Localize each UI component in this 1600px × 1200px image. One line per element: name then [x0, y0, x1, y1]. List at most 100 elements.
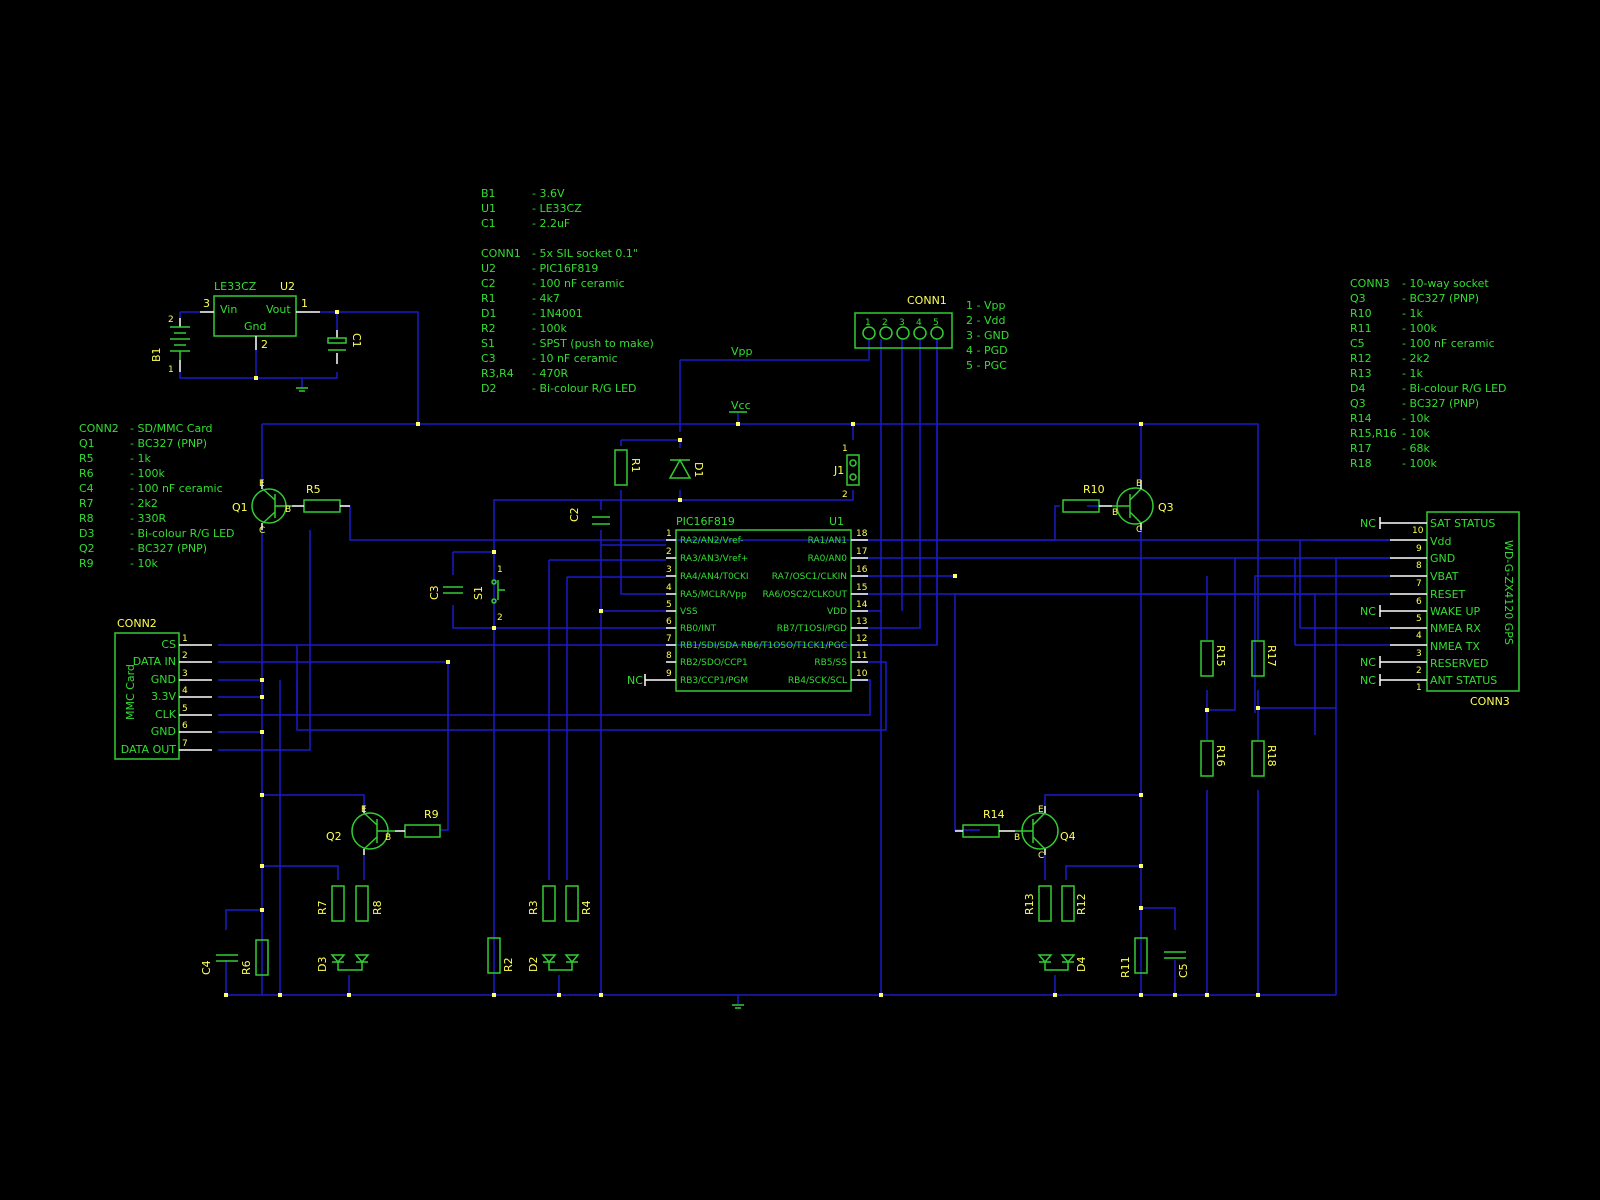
svg-text:R8: R8: [371, 900, 384, 915]
resistor-r11: R11: [1119, 937, 1148, 978]
svg-text:4: 4: [666, 583, 672, 593]
svg-text:MMC Card: MMC Card: [124, 664, 137, 720]
svg-text:RB7/T1OSI/PGD: RB7/T1OSI/PGD: [777, 624, 847, 634]
svg-text:RB4/SCK/SCL: RB4/SCK/SCL: [788, 676, 847, 686]
resistor-r10: R10: [1062, 483, 1112, 513]
svg-text:CONN3: CONN3: [1350, 277, 1390, 290]
svg-text:C4: C4: [79, 482, 94, 495]
svg-text:Q2: Q2: [326, 830, 342, 843]
svg-text:VDD: VDD: [827, 607, 847, 617]
svg-text:2: 2: [261, 338, 268, 351]
svg-text:11: 11: [856, 651, 867, 661]
svg-text:CONN1: CONN1: [907, 294, 947, 307]
svg-text:NMEA RX: NMEA RX: [1430, 622, 1481, 635]
svg-text:S1: S1: [472, 586, 485, 600]
svg-text:R6: R6: [79, 467, 94, 480]
resistor-r15: R15: [1200, 640, 1227, 677]
svg-text:R15,R16: R15,R16: [1350, 427, 1397, 440]
svg-text:RA3/AN3/Vref+: RA3/AN3/Vref+: [680, 554, 748, 564]
svg-text:- 5x SIL socket 0.1": - 5x SIL socket 0.1": [532, 247, 638, 260]
svg-text:2 - Vdd: 2 - Vdd: [966, 314, 1005, 327]
svg-text:GND: GND: [151, 725, 176, 738]
svg-text:2: 2: [1416, 666, 1422, 676]
resistor-r14: R14: [955, 808, 1015, 838]
svg-text:R1: R1: [629, 458, 642, 473]
svg-text:E: E: [361, 805, 367, 815]
svg-text:- 4k7: - 4k7: [532, 292, 560, 305]
svg-text:6: 6: [666, 617, 672, 627]
jumper-j1: J1 1 2: [833, 444, 860, 500]
svg-text:Vcc: Vcc: [731, 399, 751, 412]
svg-text:1: 1: [1416, 683, 1422, 693]
svg-text:C4: C4: [200, 960, 213, 975]
resistor-r17: R17: [1251, 640, 1278, 677]
svg-text:R11: R11: [1350, 322, 1372, 335]
svg-text:18: 18: [856, 529, 868, 539]
svg-text:6: 6: [182, 721, 188, 731]
svg-text:U2: U2: [280, 280, 295, 293]
svg-text:9: 9: [1416, 544, 1422, 554]
svg-text:SAT STATUS: SAT STATUS: [1430, 517, 1495, 530]
svg-text:8: 8: [1416, 561, 1422, 571]
resistor-r2: R2: [487, 937, 515, 974]
svg-text:- SD/MMC Card: - SD/MMC Card: [130, 422, 213, 435]
svg-text:8: 8: [666, 651, 672, 661]
svg-text:RB3/CCP1/PGM: RB3/CCP1/PGM: [680, 676, 748, 686]
svg-text:RB0/INT: RB0/INT: [680, 624, 717, 634]
svg-text:RA4/AN4/T0CKI: RA4/AN4/T0CKI: [680, 572, 749, 582]
svg-text:Vdd: Vdd: [1430, 535, 1452, 548]
diode-d1: D1: [668, 458, 705, 479]
svg-text:C: C: [1136, 525, 1142, 535]
svg-text:U1: U1: [481, 202, 496, 215]
net-labels: Vpp Vcc: [729, 345, 753, 413]
svg-text:3: 3: [1416, 649, 1422, 659]
svg-text:Q1: Q1: [232, 501, 248, 514]
svg-text:7: 7: [182, 739, 188, 749]
svg-text:R9: R9: [79, 557, 94, 570]
svg-text:Vout: Vout: [266, 303, 291, 316]
svg-text:- LE33CZ: - LE33CZ: [532, 202, 582, 215]
svg-text:- 1k: - 1k: [130, 452, 151, 465]
svg-text:Q1: Q1: [79, 437, 95, 450]
transistor-q2: Q2 E B: [326, 805, 395, 855]
svg-text:- PIC16F819: - PIC16F819: [532, 262, 598, 275]
svg-text:RB5/SS: RB5/SS: [814, 658, 847, 668]
junctions: [224, 310, 1260, 997]
svg-text:U2: U2: [481, 262, 496, 275]
resistor-r6: R6: [240, 939, 269, 976]
svg-text:CONN1: CONN1: [481, 247, 521, 260]
svg-text:Q3: Q3: [1350, 397, 1366, 410]
bom-right: CONN3- 10-way socket Q3- BC327 (PNP) R10…: [1350, 277, 1507, 470]
svg-text:E: E: [259, 479, 265, 489]
svg-text:- 2k2: - 2k2: [1402, 352, 1430, 365]
svg-text:R5: R5: [306, 483, 321, 496]
resistor-r9: R9: [395, 808, 441, 838]
svg-text:D2: D2: [481, 382, 496, 395]
svg-text:- 100 nF ceramic: - 100 nF ceramic: [1402, 337, 1495, 350]
svg-text:10: 10: [1412, 526, 1424, 536]
svg-text:R10: R10: [1350, 307, 1372, 320]
svg-text:- 100k: - 100k: [1402, 322, 1437, 335]
svg-text:1: 1: [865, 318, 871, 328]
resistor-r7: R7: [316, 885, 345, 922]
svg-text:RB2/SDO/CCP1: RB2/SDO/CCP1: [680, 658, 748, 668]
capacitor-c2: C2: [568, 507, 610, 525]
svg-text:RB6/T1OSO/T1CK1/PGC: RB6/T1OSO/T1CK1/PGC: [741, 641, 847, 651]
led-d3: D3: [316, 954, 370, 972]
svg-text:2: 2: [497, 613, 503, 623]
ground-symbol-top: [296, 387, 308, 392]
svg-text:D3: D3: [79, 527, 94, 540]
svg-text:6: 6: [1416, 597, 1422, 607]
svg-text:DATA OUT: DATA OUT: [121, 743, 177, 756]
svg-text:5: 5: [1416, 614, 1422, 624]
svg-text:3.3V: 3.3V: [151, 690, 176, 703]
svg-text:C1: C1: [481, 217, 496, 230]
svg-text:D3: D3: [316, 957, 329, 972]
svg-text:R3,R4: R3,R4: [481, 367, 514, 380]
svg-text:- BC327 (PNP): - BC327 (PNP): [130, 437, 207, 450]
svg-text:PIC16F819: PIC16F819: [676, 515, 735, 528]
mcu-u1: PIC16F819 U1 NC RA2/AN2/Vref-1 RA3/AN3/V…: [627, 515, 868, 692]
svg-text:D2: D2: [527, 957, 540, 972]
svg-text:15: 15: [856, 583, 867, 593]
svg-text:13: 13: [856, 617, 867, 627]
